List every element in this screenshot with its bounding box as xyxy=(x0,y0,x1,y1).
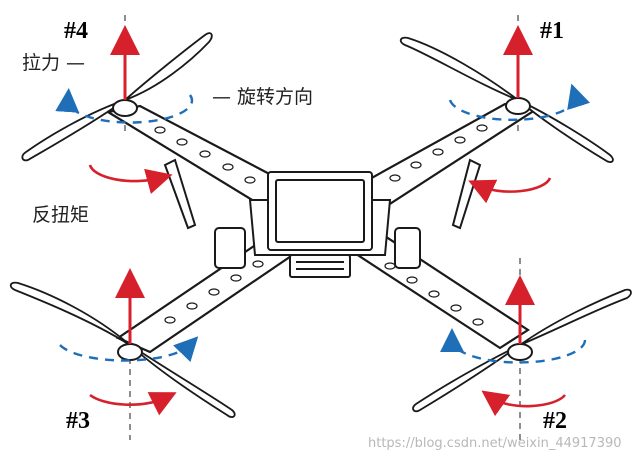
prop-2-blade-b xyxy=(412,344,521,413)
prop-1-blade-a xyxy=(399,36,519,101)
leg-left xyxy=(163,158,197,230)
prop-3-blade-b xyxy=(129,344,236,418)
torque-arc-3 xyxy=(89,392,177,416)
arm-holes xyxy=(154,124,488,326)
rotation-arcs xyxy=(55,83,591,364)
motor-label-3: #3 xyxy=(66,408,90,434)
prop-4-blade-b xyxy=(124,32,213,101)
rotation-arc-4 xyxy=(55,88,194,124)
motor-2 xyxy=(507,343,533,361)
watermark: https://blog.csdn.net/weixin_44917390 xyxy=(368,436,622,451)
torque-arc-4 xyxy=(88,164,173,194)
rotation-arc-3 xyxy=(59,336,199,362)
rotation-arc-2 xyxy=(440,328,587,364)
thrust-arrows xyxy=(110,25,535,344)
legend-rotation: — 旋转方向 xyxy=(212,86,314,108)
prop-1-blade-b xyxy=(517,99,614,163)
center-body xyxy=(214,171,421,278)
legend-reaction-torque: 反扭矩 xyxy=(32,204,90,226)
flight-controller-box xyxy=(267,171,373,251)
battery-right xyxy=(394,227,421,269)
prop-4-blade-a xyxy=(21,99,126,162)
lower-plate xyxy=(289,254,351,278)
legend-thrust: 拉力 — xyxy=(22,52,86,74)
prop-2-blade-a xyxy=(519,288,632,346)
motor-label-1: #1 xyxy=(540,18,564,44)
torque-arcs xyxy=(88,164,567,417)
torque-arc-1 xyxy=(468,177,552,204)
torque-arc-2 xyxy=(481,390,567,417)
motor-4 xyxy=(112,99,138,117)
leg-right xyxy=(451,158,482,230)
battery-left xyxy=(214,227,246,269)
motor-label-2: #2 xyxy=(543,408,567,434)
propellers xyxy=(9,32,632,418)
prop-3-blade-a xyxy=(9,281,131,346)
motor-3 xyxy=(117,343,143,361)
motor-label-4: #4 xyxy=(64,18,88,44)
motor-1 xyxy=(505,97,531,115)
rotation-arc-1 xyxy=(448,83,591,122)
